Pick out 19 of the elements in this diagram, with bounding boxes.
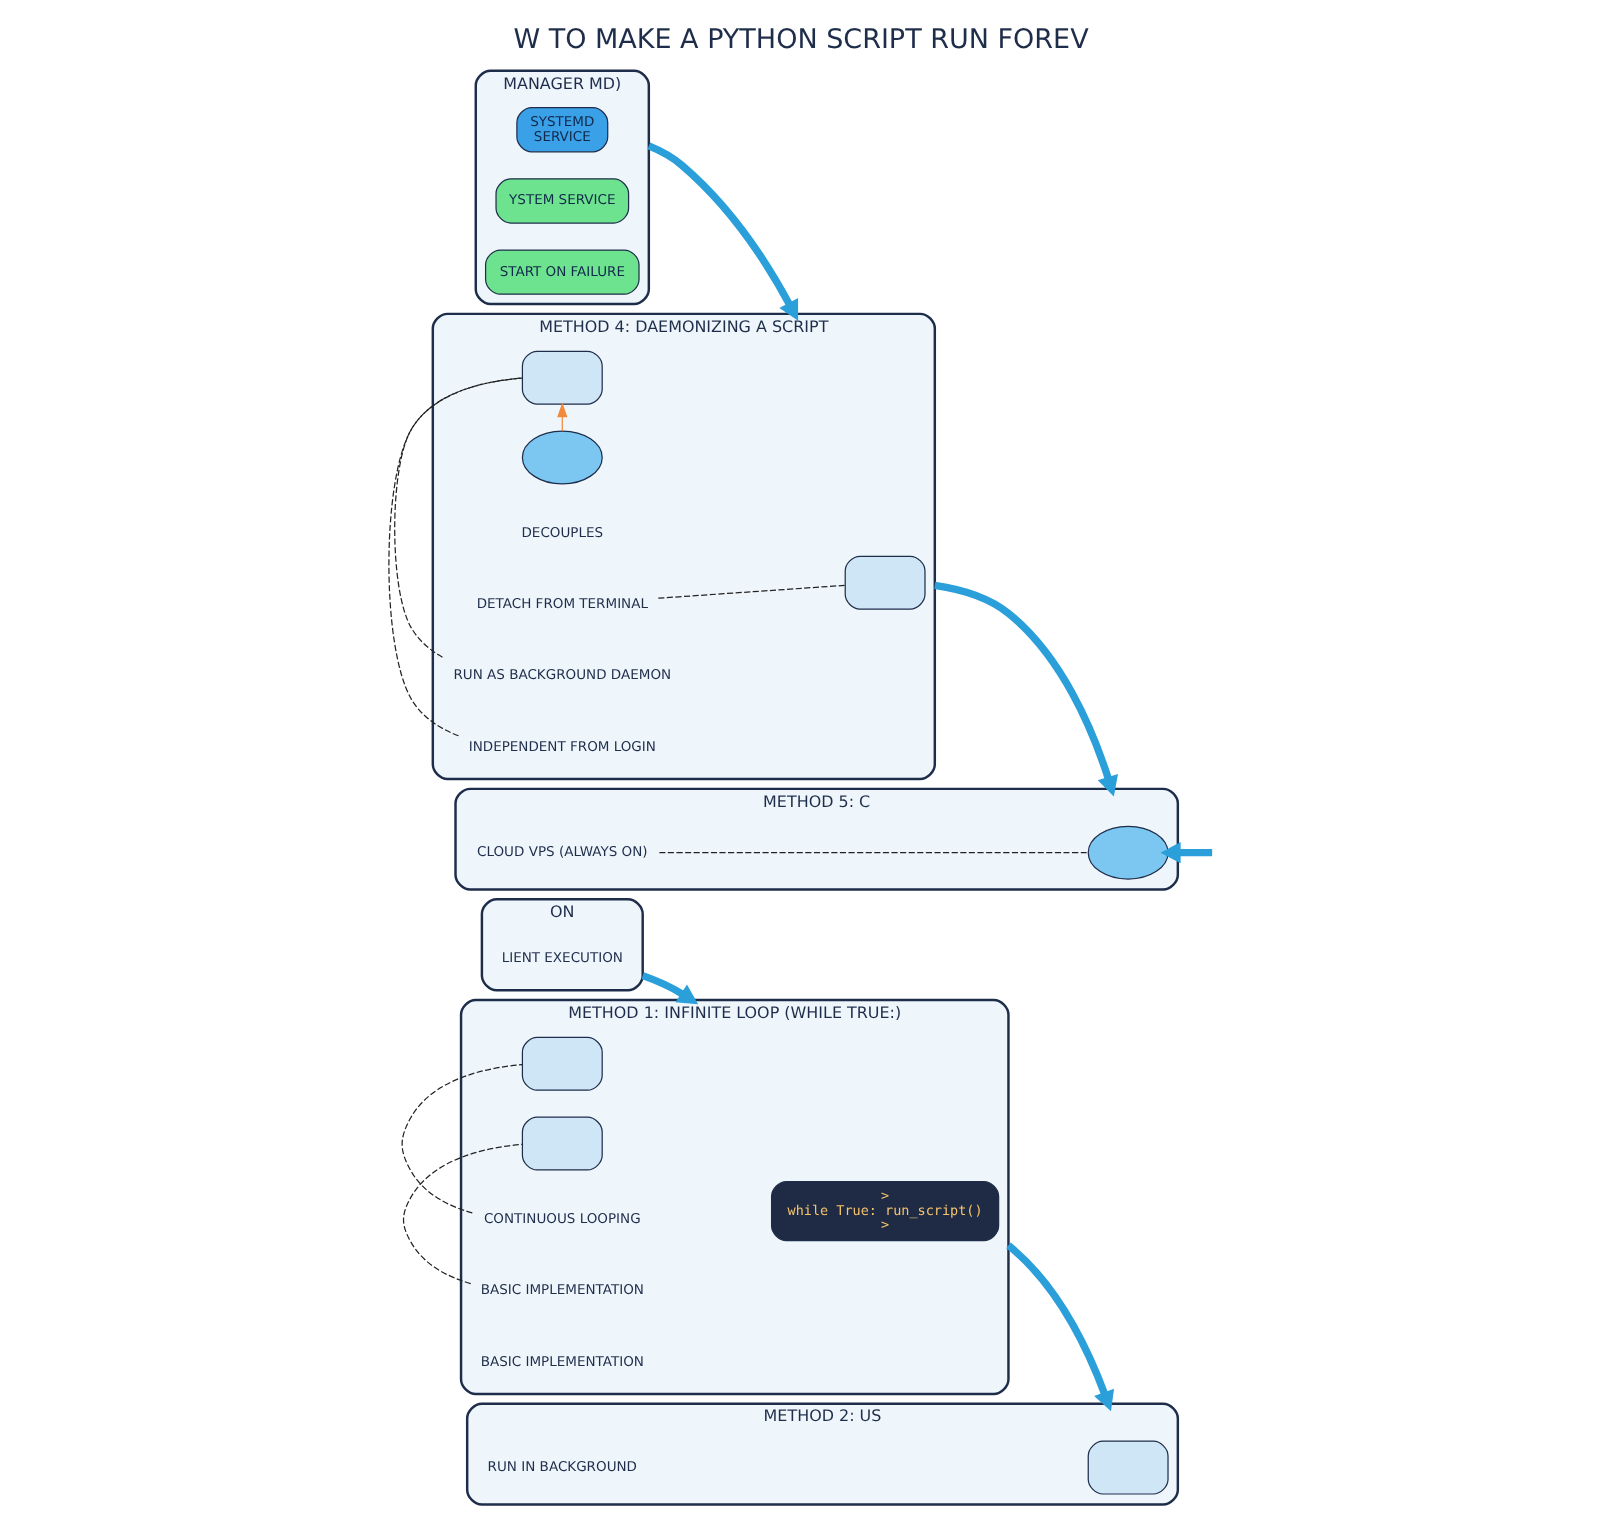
- arrow: [933, 581, 1117, 797]
- connector: [400, 1063, 522, 1214]
- diagram-title: W TO MAKE A PYTHON SCRIPT RUN FOREV: [512, 24, 1088, 57]
- arrow: [1005, 1242, 1114, 1412]
- connector: [401, 1143, 522, 1285]
- node-box: [520, 1116, 602, 1171]
- connector: [393, 377, 522, 658]
- node-cloud: [520, 430, 602, 485]
- arrow: [1159, 842, 1212, 864]
- connector: [387, 377, 522, 737]
- node-box: [1086, 1440, 1168, 1495]
- node-box: [520, 1036, 602, 1091]
- arrow: [640, 972, 698, 1005]
- node-cloud: [1086, 825, 1168, 880]
- connector: [656, 584, 845, 599]
- node-box: [520, 350, 602, 405]
- connector: [657, 852, 1088, 854]
- arrow: [646, 142, 798, 321]
- node-box: [843, 555, 925, 610]
